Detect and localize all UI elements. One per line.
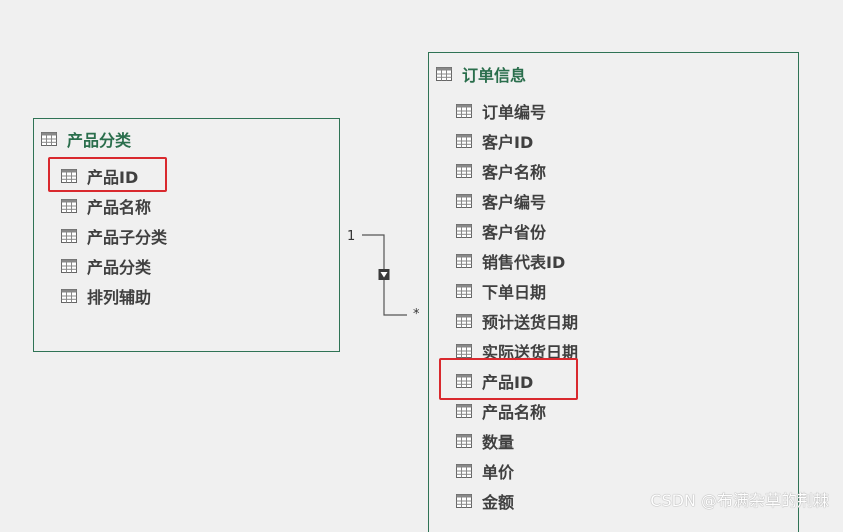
field-item[interactable]: 数量 xyxy=(456,426,578,456)
column-icon xyxy=(456,314,472,328)
field-item[interactable]: 排列辅助 xyxy=(61,281,167,311)
field-item[interactable]: 销售代表ID xyxy=(456,246,578,276)
field-item[interactable]: 客户ID xyxy=(456,126,578,156)
order-field-list: 订单编号 客户ID 客户名称 客户编号 客户省份 销售代表ID 下单日期 预计送… xyxy=(456,96,578,516)
column-icon xyxy=(61,289,77,303)
field-label: 产品子分类 xyxy=(87,228,168,247)
column-icon xyxy=(61,229,77,243)
field-label: 客户编号 xyxy=(482,193,547,212)
field-item[interactable]: 产品分类 xyxy=(61,251,167,281)
field-label: 金额 xyxy=(482,493,515,512)
category-table-header[interactable]: 产品分类 xyxy=(41,127,131,151)
field-label: 排列辅助 xyxy=(87,288,152,307)
column-icon xyxy=(456,194,472,208)
field-item[interactable]: 客户编号 xyxy=(456,186,578,216)
column-icon xyxy=(456,434,472,448)
column-icon xyxy=(61,259,77,273)
field-label: 产品名称 xyxy=(482,403,547,422)
table-icon xyxy=(41,132,57,146)
order-table-title: 订单信息 xyxy=(462,66,527,85)
column-icon xyxy=(456,104,472,118)
column-icon xyxy=(61,199,77,213)
column-icon xyxy=(456,464,472,478)
field-label: 产品名称 xyxy=(87,198,152,217)
field-label: 单价 xyxy=(482,463,515,482)
column-icon xyxy=(456,344,472,358)
column-icon xyxy=(456,284,472,298)
field-item[interactable]: 单价 xyxy=(456,456,578,486)
field-label: 产品分类 xyxy=(87,258,152,277)
field-label: 订单编号 xyxy=(482,103,547,122)
table-icon xyxy=(436,67,452,81)
column-icon xyxy=(456,404,472,418)
field-item[interactable]: 实际送货日期 xyxy=(456,336,578,366)
column-icon xyxy=(456,164,472,178)
field-item[interactable]: 产品名称 xyxy=(61,191,167,221)
field-label: 客户ID xyxy=(482,133,534,152)
column-icon xyxy=(456,224,472,238)
field-label: 数量 xyxy=(482,433,515,452)
field-item[interactable]: 产品ID xyxy=(61,161,167,191)
column-icon xyxy=(456,134,472,148)
watermark: CSDN @布满杂草的荆棘 xyxy=(650,491,829,510)
field-label: 产品ID xyxy=(482,373,534,392)
field-item[interactable]: 订单编号 xyxy=(456,96,578,126)
category-field-list: 产品ID 产品名称 产品子分类 产品分类 排列辅助 xyxy=(61,161,167,311)
field-label: 客户名称 xyxy=(482,163,547,182)
field-item[interactable]: 预计送货日期 xyxy=(456,306,578,336)
field-item[interactable]: 产品名称 xyxy=(456,396,578,426)
column-icon xyxy=(456,254,472,268)
column-icon xyxy=(456,374,472,388)
order-table-header[interactable]: 订单信息 xyxy=(436,62,526,86)
cardinality-one-label: 1 xyxy=(347,229,356,244)
field-item[interactable]: 金额 xyxy=(456,486,578,516)
order-table[interactable]: 订单信息 订单编号 客户ID 客户名称 客户编号 客户省份 销售代表ID 下单日… xyxy=(428,52,799,532)
field-item[interactable]: 下单日期 xyxy=(456,276,578,306)
field-label: 销售代表ID xyxy=(482,253,566,272)
field-label: 实际送货日期 xyxy=(482,343,579,362)
field-item[interactable]: 客户名称 xyxy=(456,156,578,186)
field-label: 产品ID xyxy=(87,168,139,187)
highlight-box-category-productid xyxy=(48,157,167,192)
category-table-title: 产品分类 xyxy=(67,131,132,150)
relationship-line[interactable] xyxy=(0,0,843,519)
field-item[interactable]: 产品子分类 xyxy=(61,221,167,251)
column-icon xyxy=(61,169,77,183)
category-table[interactable]: 产品分类 产品ID 产品名称 产品子分类 产品分类 排列辅助 xyxy=(33,118,340,352)
field-label: 预计送货日期 xyxy=(482,313,579,332)
cardinality-many-label: * xyxy=(413,307,420,322)
highlight-box-order-productid xyxy=(439,358,578,400)
column-icon xyxy=(456,494,472,508)
field-label: 下单日期 xyxy=(482,283,547,302)
field-label: 客户省份 xyxy=(482,223,547,242)
field-item[interactable]: 客户省份 xyxy=(456,216,578,246)
field-item[interactable]: 产品ID xyxy=(456,366,578,396)
